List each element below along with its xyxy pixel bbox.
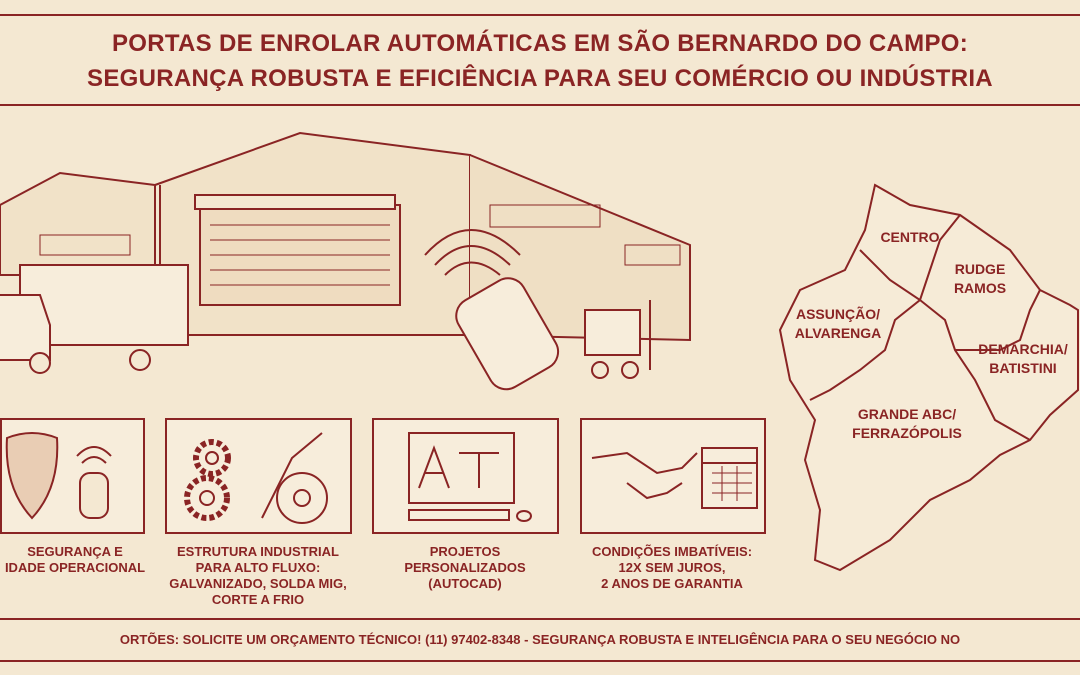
map-label-grande-abc: GRANDE ABC/ FERRAZÓPOLIS [852,406,962,441]
feature-caption-security: SEGURANÇA E IDADE OPERACIONAL [4,544,146,575]
header-rule-top [0,14,1080,16]
feature-caption-structure: ESTRUTURA INDUSTRIAL PARA ALTO FLUXO: GA… [169,544,347,607]
map-label-rudge-ramos: RUDGE RAMOS [953,261,1007,296]
footer-rule-top [0,618,1080,620]
title-line-2: SEGURANÇA ROBUSTA E EFICIÊNCIA PARA SEU … [87,65,993,92]
title-line-1: PORTAS DE ENROLAR AUTOMÁTICAS EM SÃO BER… [111,30,969,57]
warehouse-illustration [0,131,691,391]
header-rule-bottom [0,104,1080,106]
map-label-centro: CENTRO [880,229,940,245]
footer-cta: ORTÕES: SOLICITE UM ORÇAMENTO TÉCNICO! (… [119,632,961,647]
feature-box-conditions [580,418,766,534]
feature-box-projects [372,418,559,534]
shield-remote-icon [5,432,112,520]
map-label-assuncao: ASSUNÇÃO/ ALVARENGA [794,306,882,341]
footer-rule-bottom [0,660,1080,662]
feature-box-structure [165,418,352,534]
feature-caption-conditions: CONDIÇÕES IMBATÍVEIS: 12X SEM JUROS, 2 A… [591,544,753,591]
feature-caption-projects: PROJETOS PERSONALIZADOS (AUTOCAD) [404,544,526,591]
computer-cad-icon [408,432,532,522]
feature-box-security [0,418,145,534]
district-map [778,183,1079,572]
handshake-calendar-icon [591,447,758,509]
map-label-demarchi: DEMARCHIA/ BATISTINI [978,341,1068,376]
gears-welding-icon [184,432,328,524]
